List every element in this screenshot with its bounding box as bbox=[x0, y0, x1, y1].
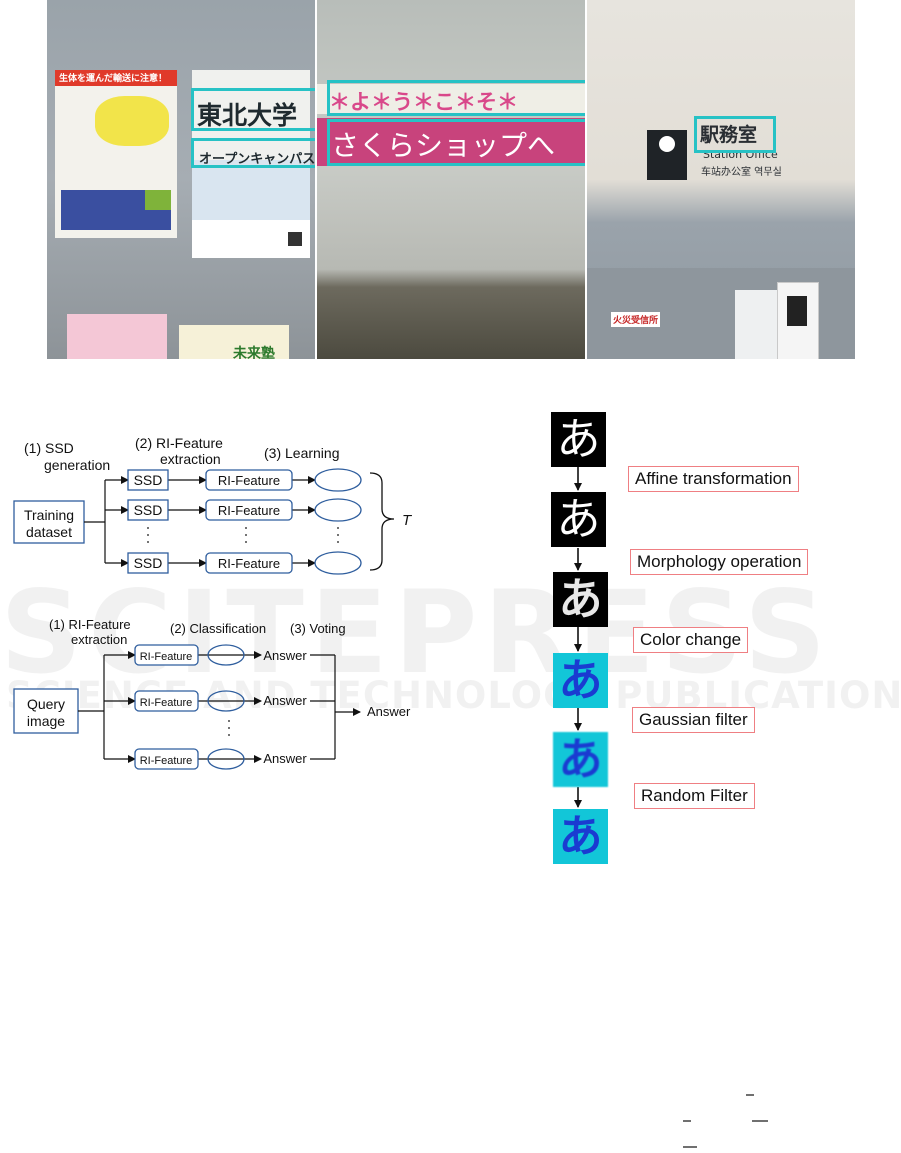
ssd-label: SSD bbox=[134, 555, 163, 571]
ensemble-brace bbox=[369, 472, 395, 571]
training-ellipsis bbox=[147, 527, 339, 543]
poster-bottom-left bbox=[67, 314, 167, 359]
ri-feature-box bbox=[134, 690, 199, 712]
ri-feature-label: RI-Feature bbox=[140, 755, 193, 767]
sign-text-sakura-shop: さくらショップへ bbox=[331, 129, 556, 162]
answer-label: Answer bbox=[263, 648, 307, 663]
final-answer-label: Answer bbox=[367, 704, 411, 719]
ri-feature-box bbox=[205, 499, 293, 521]
classifier-ellipse bbox=[314, 498, 362, 522]
training-dataset-label-2: dataset bbox=[26, 524, 72, 540]
train-step2-label: (2) RI-Feature bbox=[135, 435, 223, 451]
ri-feature-box bbox=[205, 552, 293, 574]
sign-text-youkoso: ＊よ＊う＊こ＊そ＊ bbox=[329, 90, 518, 114]
sign-text-station-office-cn-kr: 车站办公室 역무실 bbox=[701, 167, 782, 178]
ssd-box bbox=[127, 499, 169, 521]
character-tile-original: あ bbox=[551, 412, 606, 467]
wall-sign-fire: 火災受信所 bbox=[611, 312, 661, 327]
train-step3-label: (3) Learning bbox=[264, 445, 340, 461]
highlight-box bbox=[327, 119, 585, 166]
highlight-box bbox=[191, 138, 315, 168]
highlight-box bbox=[327, 80, 585, 116]
ri-feature-label: RI-Feature bbox=[218, 556, 280, 571]
sign-text-station-office-jp: 駅務室 bbox=[700, 124, 758, 146]
classifier-ellipse bbox=[314, 468, 362, 492]
query-image-label-2: image bbox=[27, 713, 65, 729]
testing-row: RI-Feature Answer bbox=[134, 748, 307, 770]
ri-feature-label: RI-Feature bbox=[218, 503, 280, 518]
poster-open-campus bbox=[192, 70, 310, 258]
ssd-label: SSD bbox=[134, 502, 163, 518]
poster-left: 生体を運んだ輸送に注意！ bbox=[55, 70, 177, 238]
label-morphology-operation: Morphology operation bbox=[630, 549, 809, 575]
classifier-ellipse bbox=[314, 551, 362, 575]
train-step1-label: (1) SSD bbox=[24, 440, 74, 456]
ri-feature-label: RI-Feature bbox=[218, 473, 280, 488]
character-tile-morphology: あ bbox=[553, 572, 608, 627]
math-fragments bbox=[683, 1094, 768, 1148]
ssd-box bbox=[127, 552, 169, 574]
character-tile-affine: あ bbox=[551, 492, 606, 547]
label-affine-transformation: Affine transformation bbox=[628, 466, 799, 492]
classifier-ellipse bbox=[207, 644, 245, 666]
test-step1-label-b: extraction bbox=[71, 632, 127, 647]
label-color-change: Color change bbox=[633, 627, 749, 653]
character-tile-gaussian: あ bbox=[553, 732, 608, 787]
photo-strip: 生体を運んだ輸送に注意！ 東北大学 オープンキャンパス 未来塾 ＊よ＊う＊こ＊そ… bbox=[47, 0, 855, 359]
ri-feature-label: RI-Feature bbox=[140, 651, 193, 663]
character-tile-color: あ bbox=[553, 653, 608, 708]
test-step3-label: (3) Voting bbox=[290, 621, 346, 636]
ri-feature-box bbox=[134, 748, 199, 770]
answer-label: Answer bbox=[263, 751, 307, 766]
label-gaussian-filter: Gaussian filter bbox=[632, 707, 755, 733]
train-step2-label-b: extraction bbox=[160, 451, 221, 467]
sign-text-tohoku: 東北大学 bbox=[197, 101, 298, 130]
ri-feature-box bbox=[134, 644, 199, 666]
label-random-filter: Random Filter bbox=[634, 783, 755, 809]
ri-feature-label: RI-Feature bbox=[140, 697, 193, 709]
query-image-label-1: Query bbox=[27, 696, 65, 712]
ensemble-symbol: T bbox=[402, 512, 413, 529]
training-dataset-label-1: Training bbox=[24, 507, 74, 523]
answer-label: Answer bbox=[263, 693, 307, 708]
training-row: SSD RI-Feature bbox=[127, 468, 362, 492]
testing-row: RI-Feature Answer bbox=[134, 690, 307, 712]
training-row: SSD RI-Feature bbox=[127, 498, 362, 522]
poster-heading: 生体を運んだ輸送に注意！ bbox=[59, 74, 168, 84]
classifier-ellipse bbox=[207, 748, 245, 770]
testing-row: RI-Feature Answer bbox=[134, 644, 307, 666]
test-step2-label: (2) Classification bbox=[170, 621, 266, 636]
character-tile-random: あ bbox=[553, 809, 608, 864]
ssd-box bbox=[127, 469, 169, 491]
sign-text-miraijuku: 未来塾 bbox=[233, 346, 275, 359]
classifier-ellipse bbox=[207, 690, 245, 712]
highlight-box bbox=[694, 116, 776, 153]
training-row: SSD RI-Feature bbox=[127, 551, 362, 575]
highlight-box bbox=[191, 88, 315, 131]
photo-station-office: 駅務室 Station Office 车站办公室 역무실 火災受信所 bbox=[587, 0, 855, 359]
ri-feature-box bbox=[205, 469, 293, 491]
ssd-label: SSD bbox=[134, 472, 163, 488]
testing-ellipsis bbox=[228, 720, 230, 736]
photo-shop-sign: ＊よ＊う＊こ＊そ＊ さくらショップへ bbox=[317, 0, 585, 359]
photo-bulletin-board: 生体を運んだ輸送に注意！ 東北大学 オープンキャンパス 未来塾 bbox=[47, 0, 315, 359]
poster-bottom-right bbox=[179, 325, 289, 359]
test-step1-label: (1) RI-Feature bbox=[49, 617, 131, 632]
sign-text-open-campus: オープンキャンパス bbox=[199, 152, 315, 167]
training-connectors bbox=[84, 476, 316, 567]
testing-connectors bbox=[78, 651, 361, 763]
train-step1-label-b: generation bbox=[44, 457, 110, 473]
